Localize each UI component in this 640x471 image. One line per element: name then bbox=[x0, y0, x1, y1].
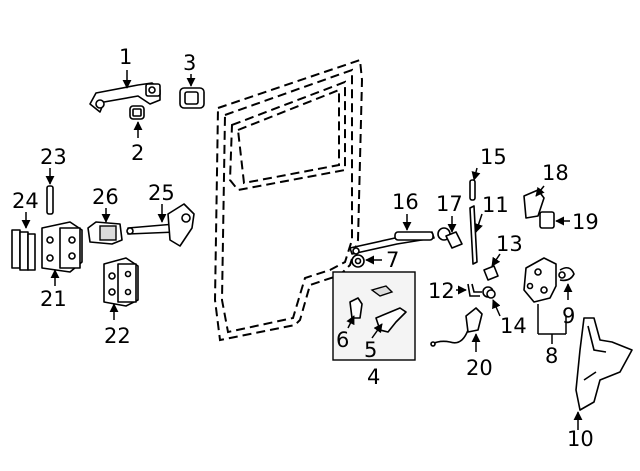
leader-14 bbox=[492, 299, 501, 317]
trim-bracket-part[interactable] bbox=[575, 317, 633, 411]
striker-part[interactable] bbox=[558, 266, 575, 282]
door-check-part[interactable] bbox=[126, 203, 195, 247]
callout-1: 1 bbox=[119, 45, 132, 69]
leader-13 bbox=[491, 253, 501, 267]
callout-4: 4 bbox=[367, 365, 380, 389]
latch-assembly-part[interactable] bbox=[523, 257, 557, 303]
callout-14: 14 bbox=[500, 314, 527, 338]
group-bracket-8 bbox=[537, 304, 567, 344]
callout-17: 17 bbox=[436, 192, 463, 216]
lower-hinge-part[interactable] bbox=[103, 257, 139, 307]
handle-bezel-part[interactable] bbox=[129, 105, 145, 120]
callout-7: 7 bbox=[386, 248, 399, 272]
callout-25: 25 bbox=[148, 181, 175, 205]
callout-15: 15 bbox=[480, 145, 507, 169]
callout-12: 12 bbox=[428, 279, 455, 303]
outside-handle-part[interactable] bbox=[89, 82, 161, 113]
actuator-part[interactable] bbox=[430, 307, 483, 347]
callout-3: 3 bbox=[183, 51, 196, 75]
callout-6: 6 bbox=[336, 328, 349, 352]
handle-clip-part[interactable] bbox=[349, 297, 363, 319]
callout-21: 21 bbox=[40, 287, 67, 311]
callout-26: 26 bbox=[92, 185, 119, 209]
callout-24: 24 bbox=[12, 189, 39, 213]
long-rod-part[interactable] bbox=[469, 205, 478, 265]
leader-6 bbox=[346, 315, 355, 329]
callout-2: 2 bbox=[131, 141, 144, 165]
rod-part[interactable] bbox=[46, 185, 54, 215]
callout-13: 13 bbox=[496, 232, 523, 256]
lock-rod-part[interactable] bbox=[349, 227, 451, 255]
pin-part[interactable] bbox=[469, 179, 476, 201]
leader-5 bbox=[371, 323, 383, 339]
check-bracket-part[interactable] bbox=[87, 221, 123, 245]
shim-part[interactable] bbox=[11, 229, 36, 271]
callout-23: 23 bbox=[40, 145, 67, 169]
bumper-part[interactable] bbox=[539, 211, 555, 229]
callout-11: 11 bbox=[482, 193, 509, 217]
upper-hinge-part[interactable] bbox=[41, 221, 83, 273]
callout-18: 18 bbox=[542, 161, 569, 185]
leader-15 bbox=[471, 167, 481, 181]
inside-handle-part[interactable] bbox=[370, 285, 407, 333]
callout-22: 22 bbox=[104, 324, 131, 348]
callout-10: 10 bbox=[567, 427, 594, 451]
door-shell-outline bbox=[213, 58, 364, 342]
lock-bezel-part[interactable] bbox=[179, 87, 205, 109]
link-rod-part[interactable] bbox=[467, 283, 482, 297]
knob-part[interactable] bbox=[483, 265, 499, 281]
rod-clip-part[interactable] bbox=[445, 231, 463, 249]
callout-20: 20 bbox=[466, 356, 493, 380]
callout-5: 5 bbox=[364, 338, 377, 362]
callout-19: 19 bbox=[572, 210, 599, 234]
leader-18 bbox=[535, 185, 545, 197]
callout-16: 16 bbox=[392, 190, 419, 214]
leader-11 bbox=[474, 213, 483, 233]
bushing-part[interactable] bbox=[482, 286, 496, 299]
callout-8: 8 bbox=[545, 344, 558, 368]
callout-9: 9 bbox=[562, 304, 575, 328]
grommet-part[interactable] bbox=[351, 254, 365, 268]
